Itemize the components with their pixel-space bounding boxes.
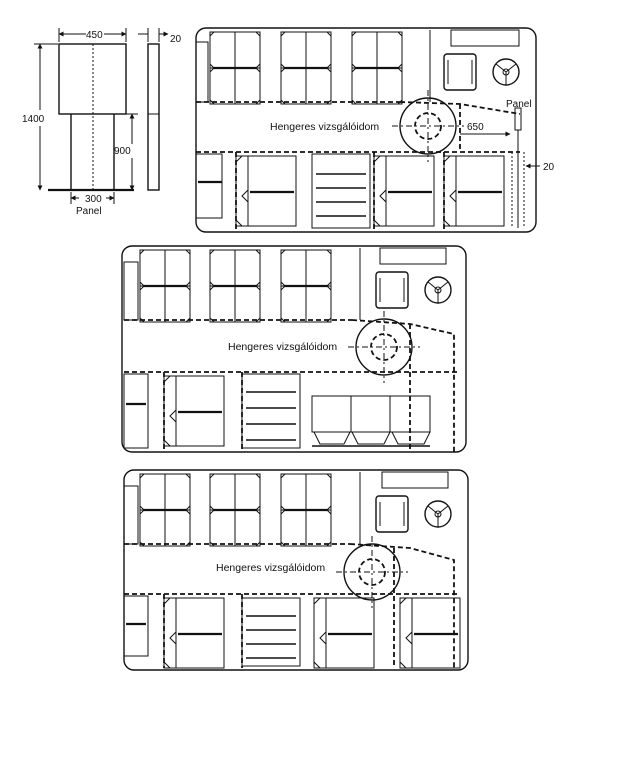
leg-width-label: 300	[85, 194, 102, 205]
bus-layout-3: Hengeres vizsgálóidom	[123, 469, 469, 671]
bus-layout-1: Hengeres vizsgálóidom Panel 650 20	[195, 27, 555, 233]
panel-width-label: 450	[86, 30, 103, 41]
panel-height-label: 1400	[22, 114, 45, 125]
probe-label: Hengeres vizsgálóidom	[216, 562, 325, 574]
panel-spec-drawing: 450 1400 900 300 20 Panel	[22, 28, 182, 217]
panel-label: Panel	[506, 99, 532, 110]
probe-label: Hengeres vizsgálóidom	[228, 341, 337, 353]
panel-caption: Panel	[76, 206, 102, 217]
probe-label: Hengeres vizsgálóidom	[270, 121, 379, 133]
leg-height-label: 900	[114, 146, 131, 157]
bus-layout-2: Hengeres vizsgálóidom	[121, 245, 467, 453]
distance-label: 650	[467, 122, 484, 133]
panel-thickness-label: 20	[170, 34, 182, 45]
thickness-label: 20	[543, 162, 555, 173]
